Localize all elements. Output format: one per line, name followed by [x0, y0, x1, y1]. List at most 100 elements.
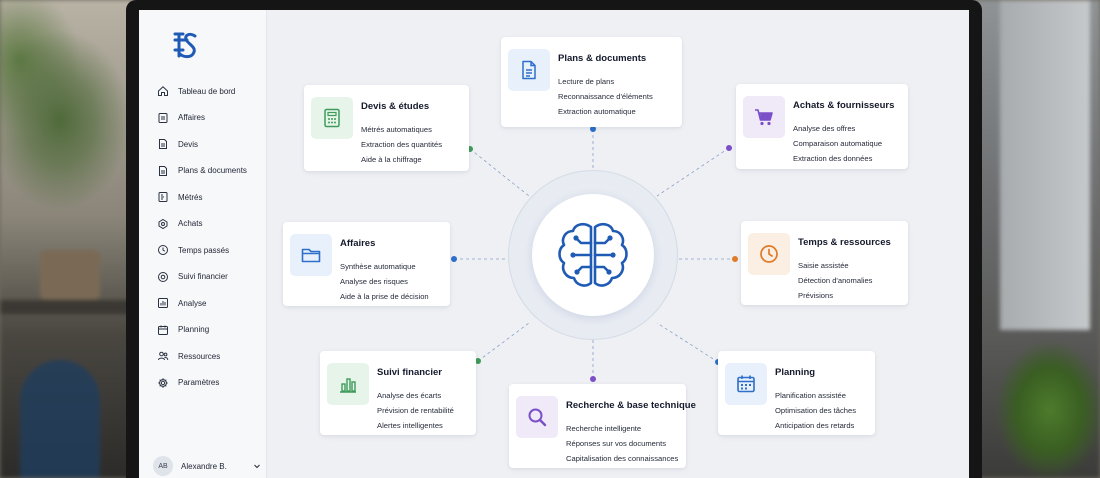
list-item: Extraction des données — [793, 153, 873, 163]
sidebar-item-affaires[interactable]: Affaires — [139, 105, 267, 132]
calculator-icon — [324, 108, 340, 128]
sidebar-item-label: Affaires — [178, 113, 205, 123]
card-feature-list: Analyse des écarts Prévision de rentabil… — [377, 389, 454, 433]
background-lamp — [20, 360, 100, 478]
sidebar-item-label: Suivi financier — [178, 272, 228, 282]
background-plant — [990, 330, 1100, 478]
sidebar-item-planning[interactable]: Planning — [139, 317, 267, 344]
card-icon-box — [725, 363, 767, 405]
sidebar-item-plans-documents[interactable]: Plans & documents — [139, 158, 267, 185]
sidebar-item-label: Devis — [178, 139, 199, 149]
list-item: Lecture de plans — [558, 77, 615, 86]
list-item: Synthèse automatique — [340, 262, 416, 271]
list-item: Reconnaissance d'éléments — [558, 91, 653, 101]
card-affaires[interactable]: Affaires Synthèse automatique Analyse de… — [283, 222, 450, 306]
list-item: Optimisation des tâches — [775, 405, 857, 415]
card-title: Temps & ressources — [798, 237, 891, 248]
sidebar-nav: Tableau de bord Affaires Devis Plans & d… — [139, 78, 267, 396]
people-icon — [158, 351, 169, 361]
card-temps-ressources[interactable]: Temps & ressources Saisie assistée Détec… — [741, 221, 908, 305]
card-achats-fournisseurs[interactable]: Achats & fournisseurs Analyse des offres… — [736, 84, 908, 169]
card-icon-box — [748, 233, 790, 275]
card-title: Suivi financier — [377, 367, 442, 378]
clock-icon — [158, 245, 168, 256]
card-title: Affaires — [340, 238, 376, 249]
connector-dot — [590, 376, 596, 382]
card-icon-box — [743, 96, 785, 138]
ai-hub[interactable] — [532, 194, 654, 316]
card-title: Plans & documents — [558, 53, 647, 64]
sidebar-item-achats[interactable]: Achats — [139, 211, 267, 238]
list-item: Analyse des risques — [340, 276, 408, 286]
card-title: Devis & études — [361, 101, 430, 112]
sidebar-item-label: Tableau de bord — [178, 86, 236, 96]
card-feature-list: Lecture de plans Reconnaissance d'élémen… — [558, 75, 653, 119]
card-feature-list: Planification assistée Optimisation des … — [775, 389, 856, 433]
search-icon — [528, 408, 547, 427]
card-feature-list: Métrés automatiques Extraction des quant… — [361, 123, 442, 167]
card-icon-box — [516, 396, 558, 438]
connector-dot — [726, 145, 732, 151]
list-item: Comparaison automatique — [793, 138, 883, 148]
list-item: Anticipation des retards — [775, 420, 855, 430]
background-right — [965, 0, 1100, 478]
cart-icon — [755, 109, 773, 126]
list-item: Aide à la chiffrage — [361, 154, 422, 164]
list-item: Capitalisation des connaissances — [566, 453, 679, 463]
card-planning[interactable]: Planning Planification assistée Optimisa… — [718, 351, 875, 435]
sidebar-item-parametres[interactable]: Paramètres — [139, 370, 267, 397]
card-plans-documents[interactable]: Plans & documents Lecture de plans Recon… — [501, 37, 682, 127]
sidebar-item-label: Achats — [178, 219, 203, 229]
user-menu[interactable]: AB Alexandre B. — [153, 456, 261, 476]
sidebar-item-suivi-financier[interactable]: Suivi financier — [139, 264, 267, 291]
ruler-icon — [158, 192, 168, 203]
connector-dot — [451, 256, 457, 262]
card-icon-box — [508, 49, 550, 91]
gear-icon — [158, 378, 168, 388]
list-item: Planification assistée — [775, 391, 846, 400]
card-icon-box — [311, 97, 353, 139]
card-title: Achats & fournisseurs — [793, 100, 895, 111]
sidebar-item-metres[interactable]: Métrés — [139, 184, 267, 211]
list-item: Réponses sur vos documents — [566, 438, 667, 448]
connector-dot — [475, 358, 481, 364]
sidebar-item-devis[interactable]: Devis — [139, 131, 267, 158]
chevron-down-icon[interactable] — [253, 462, 261, 470]
sidebar-item-analyse[interactable]: Analyse — [139, 290, 267, 317]
user-name: Alexandre B. — [181, 461, 227, 471]
list-item: Extraction automatique — [558, 106, 636, 116]
background-left — [0, 0, 140, 478]
list-item: Prévisions — [798, 290, 834, 300]
document-icon — [522, 60, 536, 80]
chart-icon — [158, 298, 168, 309]
sidebar-item-label: Métrés — [178, 192, 203, 202]
list-item: Métrés automatiques — [361, 125, 432, 134]
folder-icon — [301, 248, 321, 263]
bts-logo-icon[interactable] — [171, 30, 199, 60]
card-devis-etudes[interactable]: Devis & études Métrés automatiques Extra… — [304, 85, 469, 171]
cart-icon — [158, 218, 168, 229]
list-item: Extraction des quantités — [361, 139, 443, 149]
sidebar-item-label: Ressources — [178, 351, 221, 361]
card-suivi-financier[interactable]: Suivi financier Analyse des écarts Prévi… — [320, 351, 476, 435]
sidebar-item-label: Planning — [178, 325, 210, 335]
background-shelf — [0, 300, 140, 314]
card-recherche-base-technique[interactable]: Recherche & base technique Recherche int… — [509, 384, 696, 468]
calendar-icon — [737, 375, 755, 393]
card-title: Planning — [775, 367, 816, 378]
sidebar-item-label: Paramètres — [178, 378, 220, 388]
sidebar-item-tableau-de-bord[interactable]: Tableau de bord — [139, 78, 267, 105]
card-feature-list: Synthèse automatique Analyse des risques… — [340, 260, 429, 304]
card-feature-list: Recherche intelligente Réponses sur vos … — [566, 422, 678, 466]
sidebar-item-temps-passes[interactable]: Temps passés — [139, 237, 267, 264]
bar-chart-icon — [340, 378, 356, 393]
briefcase-file-icon — [158, 112, 168, 123]
document-icon — [159, 139, 167, 150]
avatar: AB — [153, 456, 173, 476]
brain-circuit-icon — [558, 222, 628, 287]
list-item: Prévision de rentabilité — [377, 405, 454, 415]
card-feature-list: Analyse des offres Comparaison automatiq… — [793, 122, 882, 166]
list-item: Recherche intelligente — [566, 424, 642, 433]
sidebar-item-ressources[interactable]: Ressources — [139, 343, 267, 370]
connector-lines — [451, 126, 738, 382]
